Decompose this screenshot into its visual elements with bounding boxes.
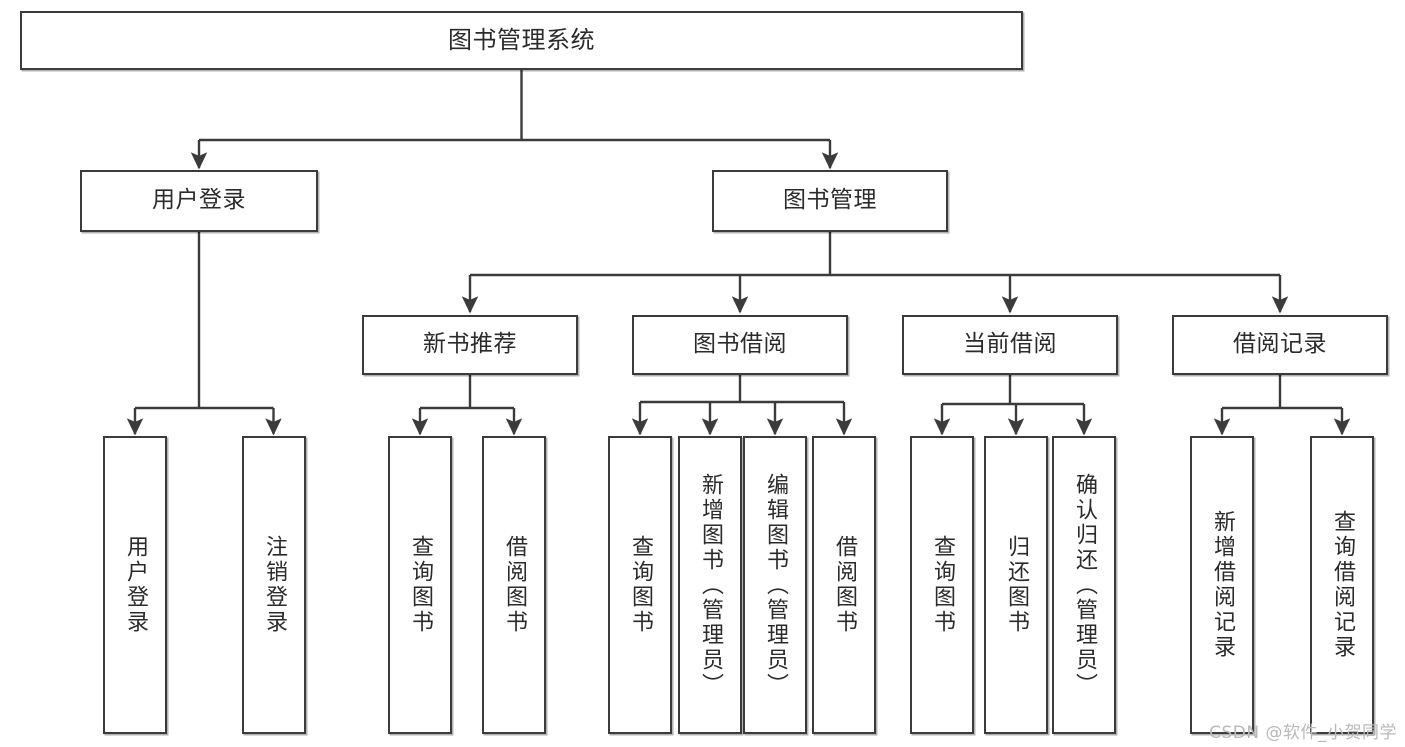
node-book-management-label: 图书管理: [783, 187, 877, 214]
leaf-borrow-borrow-book[interactable]: 借阅图书: [812, 436, 876, 734]
leaf-current-query-book[interactable]: 查询图书: [910, 436, 974, 734]
node-borrow-records-label: 借阅记录: [1233, 331, 1327, 358]
leaf-borrow-borrow-book-label: 借阅图书: [832, 535, 857, 635]
leaf-current-return-book[interactable]: 归还图书: [984, 436, 1048, 734]
leaf-new-book-query-label: 查询图书: [408, 535, 433, 635]
node-user-login-label: 用户登录: [152, 187, 246, 214]
leaf-borrow-query-book-label: 查询图书: [628, 535, 653, 635]
node-new-book-recommend[interactable]: 新书推荐: [362, 315, 578, 375]
leaf-user-login-signout-label: 注销登录: [262, 535, 287, 635]
leaf-records-query-record[interactable]: 查询借阅记录: [1310, 436, 1374, 734]
leaf-current-confirm-return-admin[interactable]: 确认归还（管理员）: [1052, 436, 1116, 734]
leaf-new-book-query[interactable]: 查询图书: [388, 436, 452, 734]
node-book-borrow[interactable]: 图书借阅: [632, 315, 848, 375]
leaf-records-add-record[interactable]: 新增借阅记录: [1190, 436, 1254, 734]
node-current-borrow[interactable]: 当前借阅: [902, 315, 1118, 375]
leaf-new-book-borrow[interactable]: 借阅图书: [482, 436, 546, 734]
leaf-current-return-book-label: 归还图书: [1004, 535, 1029, 635]
node-book-management[interactable]: 图书管理: [712, 170, 948, 232]
leaf-current-confirm-return-admin-label: 确认归还（管理员）: [1072, 472, 1097, 698]
csdn-watermark: CSDN @软件_小贺同学: [1209, 723, 1397, 743]
node-root-system[interactable]: 图书管理系统: [20, 11, 1023, 70]
leaf-new-book-borrow-label: 借阅图书: [502, 535, 527, 635]
leaf-borrow-add-book-admin-label: 新增图书（管理员）: [698, 472, 723, 698]
leaf-user-login-signin[interactable]: 用户登录: [103, 436, 167, 734]
leaf-borrow-edit-book-admin[interactable]: 编辑图书（管理员）: [743, 436, 807, 734]
node-user-login[interactable]: 用户登录: [80, 170, 318, 232]
node-book-borrow-label: 图书借阅: [693, 331, 787, 358]
leaf-borrow-add-book-admin[interactable]: 新增图书（管理员）: [678, 436, 742, 734]
leaf-records-query-record-label: 查询借阅记录: [1330, 510, 1355, 660]
node-borrow-records[interactable]: 借阅记录: [1172, 315, 1388, 375]
leaf-borrow-query-book[interactable]: 查询图书: [608, 436, 672, 734]
leaf-user-login-signout[interactable]: 注销登录: [242, 436, 306, 734]
node-current-borrow-label: 当前借阅: [963, 331, 1057, 358]
leaf-borrow-edit-book-admin-label: 编辑图书（管理员）: [763, 472, 788, 698]
leaf-user-login-signin-label: 用户登录: [123, 535, 148, 635]
node-root-system-label: 图书管理系统: [448, 26, 595, 55]
leaf-records-add-record-label: 新增借阅记录: [1210, 510, 1235, 660]
node-new-book-recommend-label: 新书推荐: [423, 331, 517, 358]
leaf-current-query-book-label: 查询图书: [930, 535, 955, 635]
